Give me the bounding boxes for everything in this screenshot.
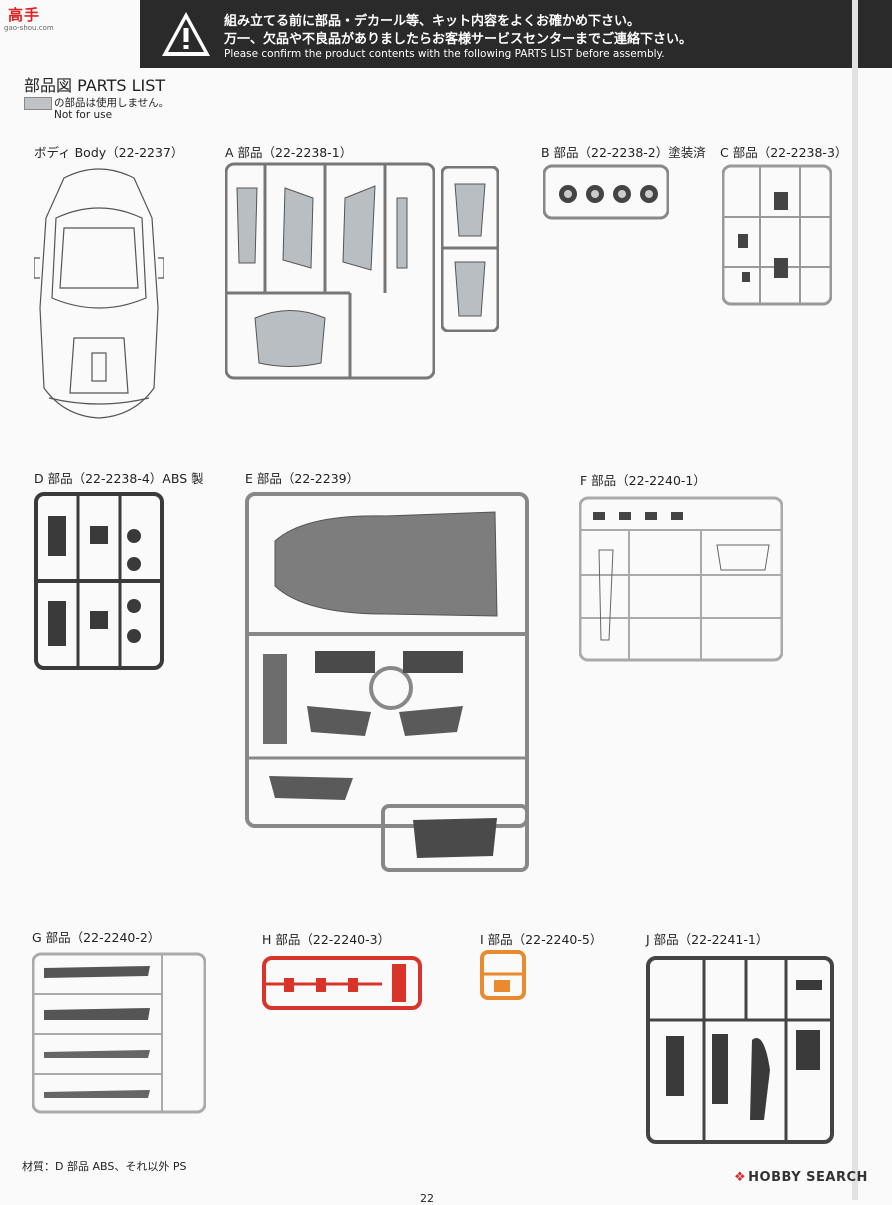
sprue-a bbox=[225, 158, 435, 380]
header-line-1: 組み立てる前に部品・デカール等、キット内容をよくお確かめ下さい。 bbox=[224, 14, 641, 29]
label-a: A 部品（22-2238-1） bbox=[225, 145, 353, 160]
label-c: C 部品（22-2238-3） bbox=[720, 145, 848, 160]
unused-legend-swatch bbox=[24, 97, 52, 110]
sprue-i bbox=[480, 950, 526, 1000]
page-number: 22 bbox=[420, 1192, 434, 1205]
label-h: H 部品（22-2240-3） bbox=[262, 932, 391, 947]
sprue-j bbox=[646, 950, 834, 1144]
label-f: F 部品（22-2240-1） bbox=[580, 473, 706, 488]
watermark-logo: 高手 gao-shou.com bbox=[4, 6, 54, 32]
sprue-e bbox=[245, 486, 529, 872]
legend-text-en: Not for use bbox=[54, 109, 113, 121]
label-g: G 部品（22-2240-2） bbox=[32, 930, 161, 945]
sprue-c bbox=[722, 162, 832, 306]
label-j: J 部品（22-2241-1） bbox=[646, 932, 769, 947]
legend-text-jp: の部品は使用しません。 bbox=[54, 97, 170, 109]
sprue-h bbox=[262, 954, 422, 1010]
sprue-g bbox=[32, 946, 206, 1114]
hobby-search-logo: ❖HOBBY SEARCH bbox=[734, 1170, 868, 1185]
label-d: D 部品（22-2238-4）ABS 製 bbox=[34, 471, 204, 486]
sprue-b bbox=[543, 160, 669, 220]
hobby-search-mark-icon: ❖ bbox=[734, 1170, 747, 1185]
body-illustration bbox=[33, 158, 165, 420]
material-note: 材質：D 部品 ABS、それ以外 PS bbox=[22, 1160, 187, 1173]
label-i: I 部品（22-2240-5） bbox=[480, 932, 603, 947]
page-title: 部品図 PARTS LIST bbox=[24, 76, 166, 95]
header-line-3: Please confirm the product contents with… bbox=[224, 48, 665, 60]
label-e: E 部品（22-2239） bbox=[245, 471, 360, 486]
page-edge bbox=[852, 0, 858, 1200]
header-banner bbox=[140, 0, 892, 68]
label-b: B 部品（22-2238-2）塗装済 bbox=[541, 145, 706, 160]
label-body: ボディ Body（22-2237） bbox=[34, 145, 184, 160]
sprue-f bbox=[579, 490, 783, 662]
warning-triangle-icon bbox=[160, 8, 212, 60]
sprue-a-small bbox=[441, 166, 499, 332]
sprue-d bbox=[34, 486, 164, 670]
header-line-2: 万一、欠品や不良品がありましたらお客様サービスセンターまでご連絡下さい。 bbox=[224, 32, 693, 47]
